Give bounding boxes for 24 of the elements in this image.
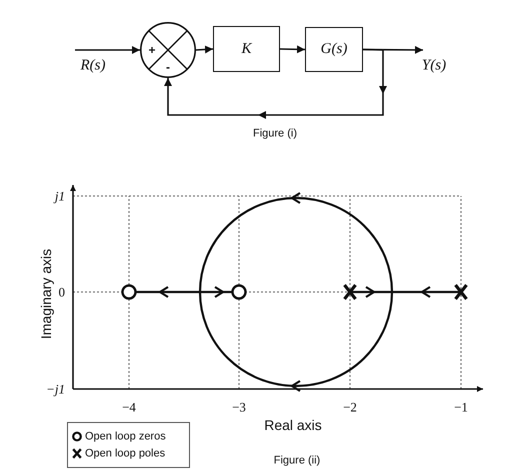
arrow (196, 45, 214, 54)
tick-label: 0 (58, 286, 65, 298)
tick-label: −4 (122, 400, 136, 414)
axis-title: Imaginary axis (39, 248, 53, 340)
tick-label: −2 (343, 400, 357, 414)
arrow (363, 46, 423, 54)
signal-label: Y(s) (422, 58, 446, 74)
arrow (280, 45, 306, 54)
axis-title: Real axis (264, 418, 322, 432)
sign-label: - (166, 61, 170, 73)
figure-caption: Figure (ii) (274, 456, 320, 466)
sign-label: + (148, 44, 156, 56)
signal-label: R(s) (80, 58, 106, 74)
summing-junction (140, 22, 196, 78)
arrow (75, 46, 140, 54)
transfer-function-block: G(s) (305, 27, 363, 72)
legend-label: Open loop zeros (85, 432, 166, 442)
transfer-function-block: K (213, 26, 280, 72)
tick-label: j1 (54, 190, 65, 202)
tick-label: −1 (454, 400, 468, 414)
figure-caption: Figure (i) (253, 128, 297, 140)
tick-label: −3 (232, 400, 246, 414)
tick-label: −j1 (46, 382, 65, 396)
legend-label: Open loop poles (85, 448, 166, 460)
